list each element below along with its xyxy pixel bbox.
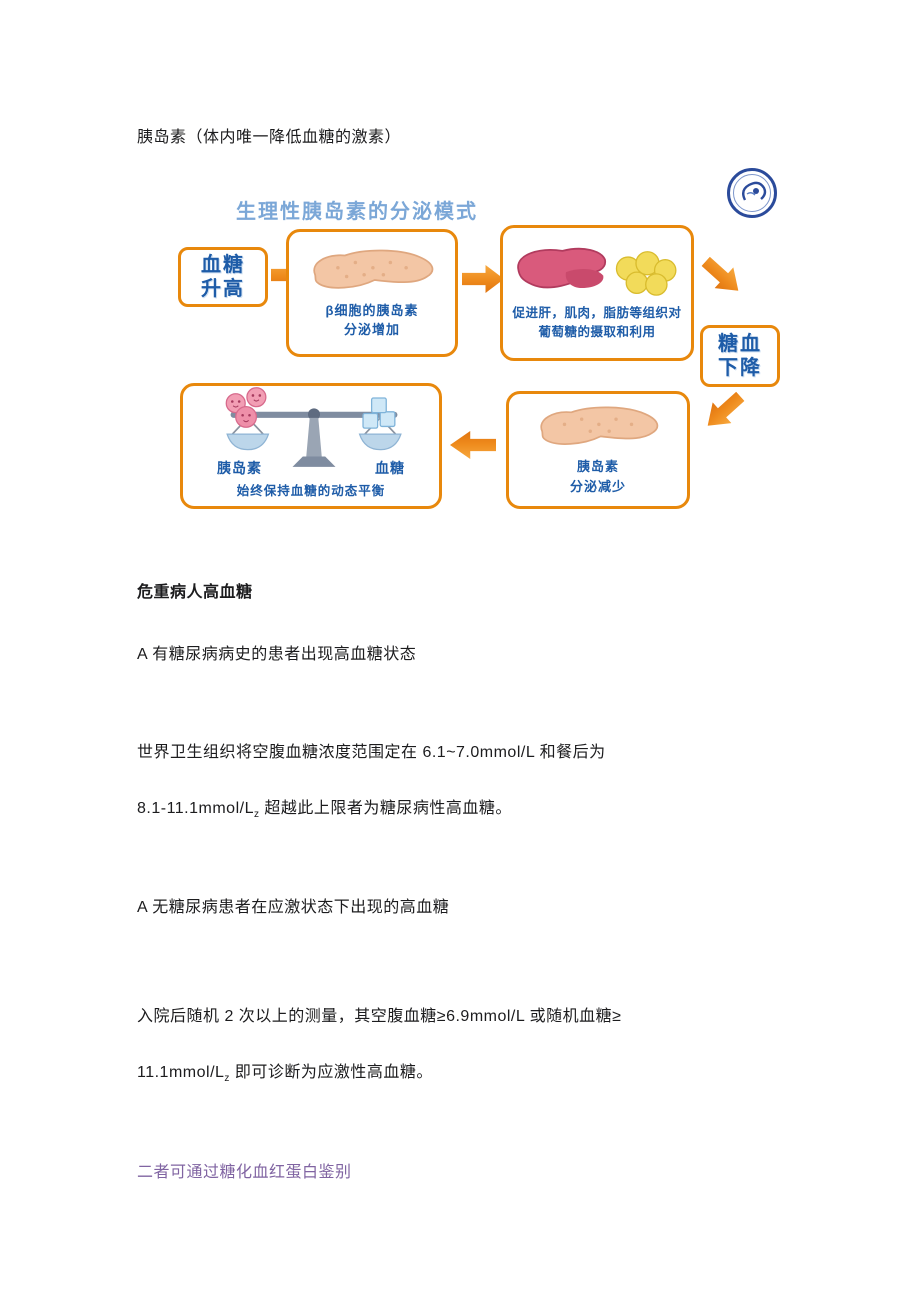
paragraph-stress-line1: 入院后随机 2 次以上的测量，其空腹血糖≥6.9mmol/L 或随机血糖≥ — [137, 1008, 622, 1025]
sugar-cubes-icon — [362, 397, 396, 429]
balance-label-insulin: 胰岛素 — [217, 460, 262, 476]
balance-caption: 始终保持血糖的动态平衡 — [236, 484, 386, 498]
node-glucose-fall-line2: 下降 — [718, 357, 762, 379]
arrow-left-icon — [450, 431, 496, 459]
arrow-down-right-icon — [696, 251, 747, 301]
node-balance: 胰岛素 血糖 始终保持血糖的动态平衡 — [180, 383, 442, 509]
node-less-line1: 胰岛素 — [576, 459, 619, 474]
node-insulin-decrease: 胰岛素 分泌减少 — [506, 391, 690, 509]
stress-line2-subscript: z — [224, 1073, 230, 1085]
node-tissue-line1: 促进肝，肌肉，脂肪等组织对 — [512, 306, 682, 321]
paragraph-a2: A 无糖尿病患者在应激状态下出现的高血糖 — [137, 899, 450, 916]
paragraph-a1: A 有糖尿病病史的患者出现高血糖状态 — [137, 646, 417, 663]
node-beta-line1: β细胞的胰岛素 — [325, 302, 419, 318]
arrow-down-left-icon — [698, 386, 749, 436]
node-glucose-fall: 糖血 下降 — [700, 325, 780, 387]
arrow-right-icon — [462, 265, 504, 293]
note-hba1c: 二者可通过糖化血红蛋白鉴别 — [137, 1164, 352, 1181]
node-tissue-line2: 葡萄糖的摄取和利用 — [538, 325, 656, 339]
intro-line: 胰岛素（体内唯一降低血糖的激素） — [137, 129, 402, 146]
node-beta-cell-insulin: β细胞的胰岛素 分泌增加 — [286, 229, 458, 357]
organization-logo-icon — [726, 167, 778, 219]
diagram-title: 生理性胰岛素的分泌模式 — [236, 201, 478, 223]
node-glucose-rise-line2: 升高 — [201, 278, 245, 300]
insulin-secretion-diagram: 生理性胰岛素的分泌模式 血糖 升高 — [170, 165, 815, 523]
paragraph-stress-line2: 11.1mmol/Lz 即可诊断为应激性高血糖。 — [137, 1058, 433, 1084]
node-glucose-rise: 血糖 升高 — [178, 247, 268, 307]
node-less-line2: 分泌减少 — [569, 478, 626, 494]
paragraph-who-line1: 世界卫生组织将空腹血糖浓度范围定在 6.1~7.0mmol/L 和餐后为 — [137, 744, 606, 761]
who-line2-rest: 超越此上限者为糖尿病性高血糖。 — [259, 800, 512, 817]
node-beta-line2: 分泌增加 — [343, 322, 400, 337]
liver-muscle-fat-icon — [517, 248, 677, 297]
pancreas-icon — [313, 249, 434, 289]
balance-label-glucose: 血糖 — [375, 460, 405, 476]
node-glucose-rise-line1: 血糖 — [201, 254, 245, 276]
node-tissue-uptake: 促进肝，肌肉，脂肪等组织对 葡萄糖的摄取和利用 — [500, 225, 694, 361]
node-glucose-fall-line1: 糖血 — [718, 333, 762, 355]
who-line2-value: 8.1-11.1mmol/L — [137, 800, 254, 817]
paragraph-who-line2: 8.1-11.1mmol/Lz 超越此上限者为糖尿病性高血糖。 — [137, 794, 512, 820]
who-line2-subscript: z — [253, 809, 260, 821]
stress-line2-rest: 即可诊断为应激性高血糖。 — [229, 1064, 433, 1081]
balance-scale-icon — [225, 387, 402, 467]
section-heading: 危重病人高血糖 — [137, 584, 253, 601]
balance-labels: 胰岛素 血糖 — [183, 458, 439, 478]
stress-line2-value: 11.1mmol/L — [137, 1064, 225, 1081]
insulin-cells-icon — [225, 387, 267, 428]
pancreas-icon — [540, 406, 659, 445]
